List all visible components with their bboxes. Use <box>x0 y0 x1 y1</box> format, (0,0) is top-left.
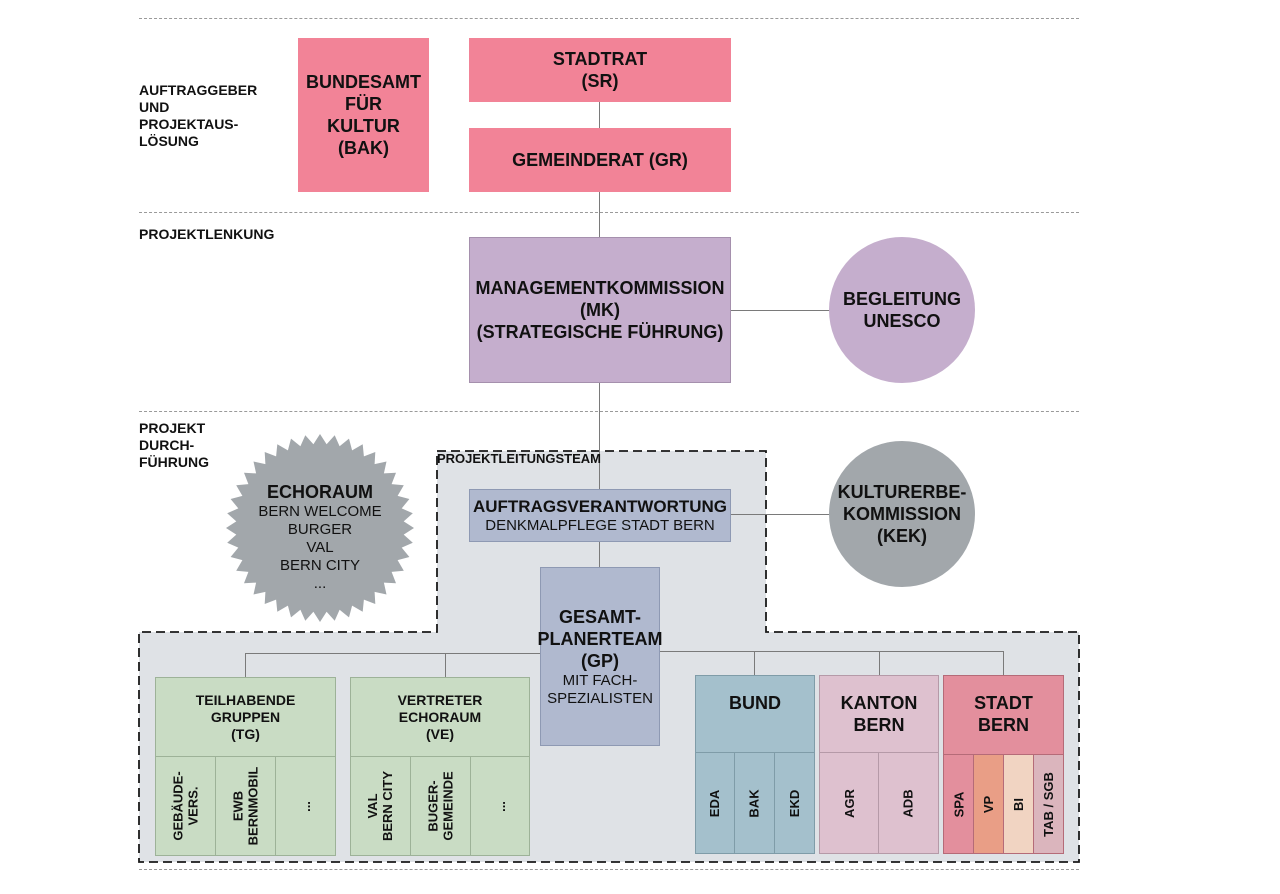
stadt-sub-bi: BI <box>1011 797 1026 811</box>
connector-line <box>445 653 446 678</box>
projektleitungsteam-label: PROJEKTLEITUNGSTEAM <box>437 451 601 466</box>
connector-line <box>599 101 600 129</box>
ve-sub-more: ... <box>492 800 508 812</box>
connector-line <box>245 653 541 654</box>
echoraum-title: ECHORAUM <box>267 482 373 502</box>
section-divider <box>139 411 1079 412</box>
managementkommission-box: MANAGEMENTKOMMISSION(MK)(STRATEGISCHE FÜ… <box>469 237 731 383</box>
kek-circle: KULTURERBE-KOMMISSION (KEK) <box>829 441 975 587</box>
bund-sub-bak: BAK <box>746 788 762 818</box>
connector-line <box>879 651 880 675</box>
connector-line <box>599 191 600 238</box>
stadt-sub-spa: SPA <box>950 791 966 817</box>
ve-sub-burgergemeinde: BUGER- GEMEINDE <box>425 771 456 841</box>
auftragsverantwortung-box: AUFTRAGSVERANTWORTUNG DENKMALPFLEGE STAD… <box>469 489 731 542</box>
tg-sub-gebaeude: GEBÄUDE- VERS. <box>170 771 201 841</box>
section-divider <box>139 18 1079 19</box>
tg-sub-ewb: EWB BERNMOBIL <box>230 766 261 846</box>
gesamtplanerteam-box: GESAMT-PLANERTEAM(GP) MIT FACH-SPEZIALIS… <box>538 567 663 746</box>
connector-line <box>659 651 1004 652</box>
connector-line <box>245 653 246 678</box>
bund-box: BUND EDA BAK EKD <box>695 675 815 854</box>
ve-sub-val: VAL BERN CITY <box>365 770 396 842</box>
bund-sub-eda: EDA <box>707 789 723 817</box>
section-label-durchfuehrung: PROJEKT DURCH- FÜHRUNG <box>139 420 209 470</box>
section-divider <box>139 212 1079 213</box>
connector-line <box>599 382 600 490</box>
kanton-sub-adb: ADB <box>900 788 916 818</box>
kanton-sub-agr: AGR <box>841 788 857 818</box>
connector-line <box>754 651 755 675</box>
connector-line <box>1003 651 1004 675</box>
bund-header: BUND <box>729 693 781 713</box>
tg-sub-more: ... <box>298 800 313 812</box>
stadt-sub-tab-sgb: TAB / SGB <box>1041 771 1057 837</box>
section-label-projektlenkung: PROJEKTLENKUNG <box>139 226 275 242</box>
gemeinderat-box: GEMEINDERAT (GR) <box>469 128 731 192</box>
connector-line <box>730 310 830 311</box>
echoraum-starburst <box>226 434 414 622</box>
bund-sub-ekd: EKD <box>786 789 802 817</box>
section-divider <box>139 869 1079 870</box>
connector-line <box>730 514 830 515</box>
section-label-auftraggeber: AUFTRAGGEBER UND PROJEKTAUS- LÖSUNG <box>139 82 258 149</box>
connector-line <box>599 541 600 568</box>
stadtrat-box: STADTRAT(SR) <box>469 38 731 102</box>
echoraum-text: ECHORAUM BERN WELCOME BURGER VAL BERN CI… <box>230 481 410 593</box>
stadt-sub-vp: VP <box>981 795 996 813</box>
